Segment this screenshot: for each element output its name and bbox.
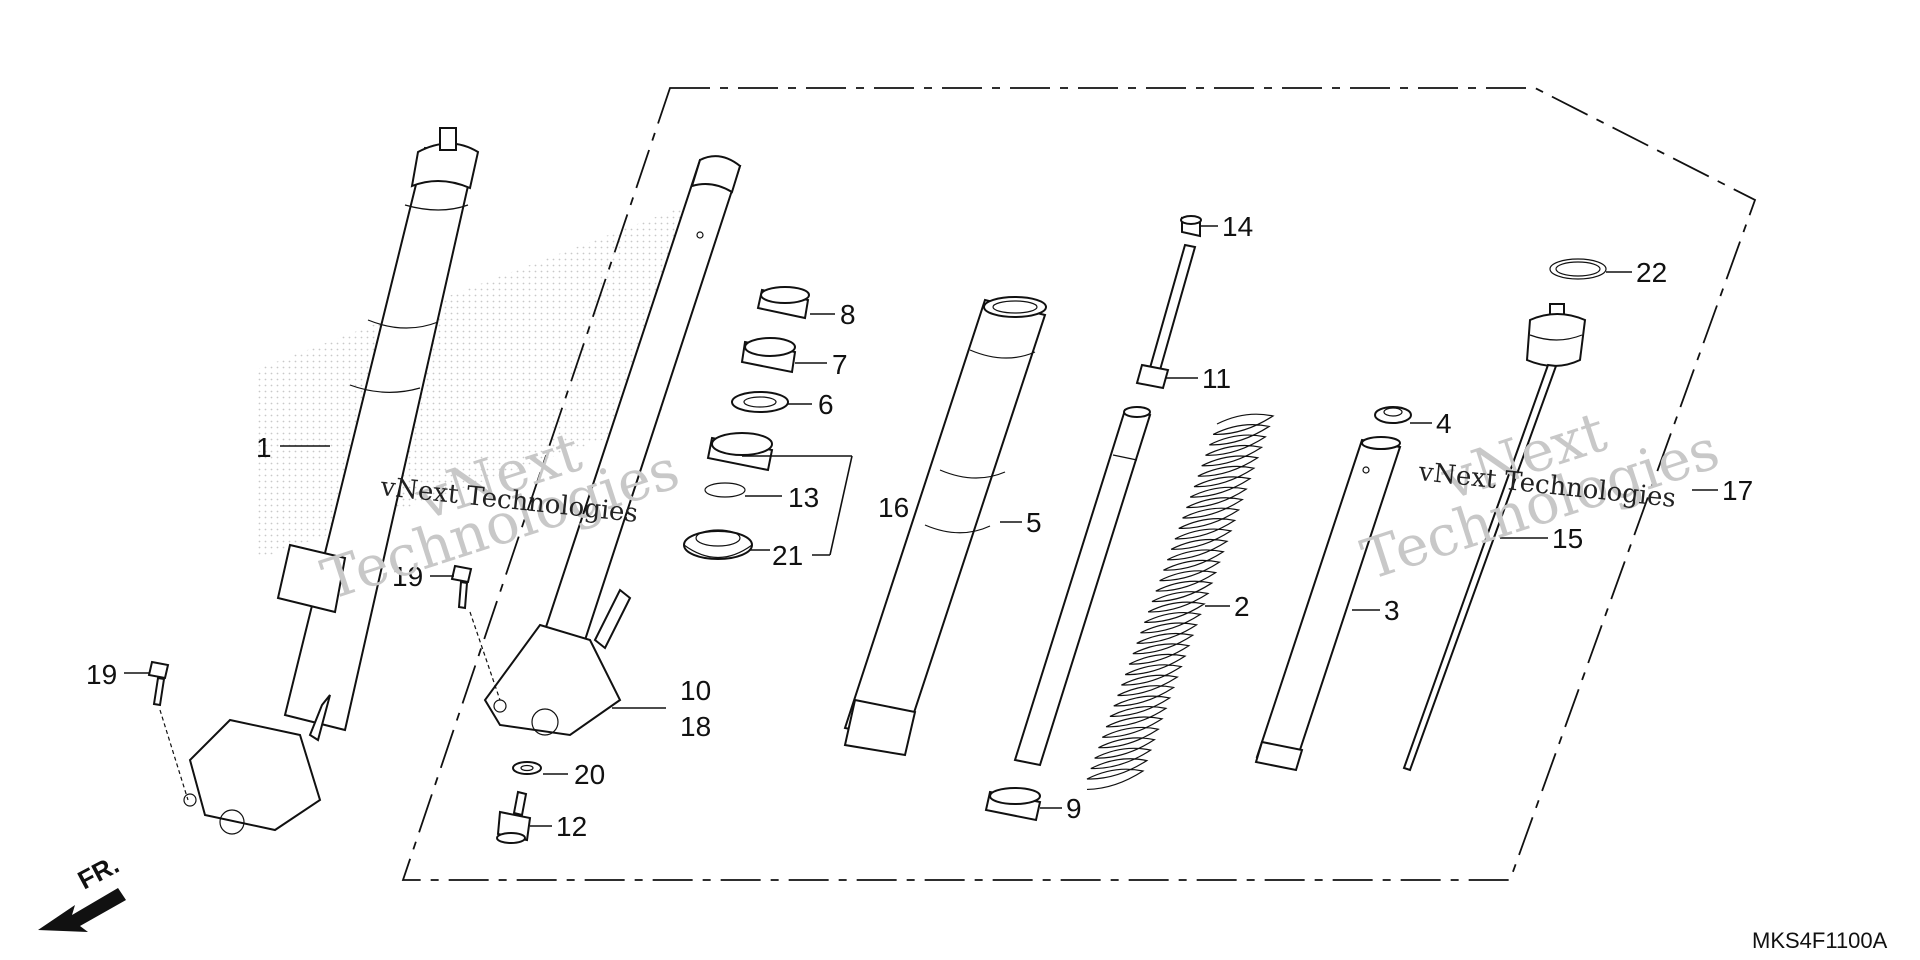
callout-2[interactable]: 2 xyxy=(1234,591,1250,622)
part-16-oil-seal[interactable] xyxy=(706,432,774,472)
part-4-spring-collar[interactable] xyxy=(1374,406,1412,424)
part-19-bolt-right[interactable] xyxy=(450,564,501,701)
leader-lines xyxy=(124,225,1718,827)
callout-20[interactable]: 20 xyxy=(574,759,605,790)
callout-10[interactable]: 10 xyxy=(680,675,711,706)
callout-9[interactable]: 9 xyxy=(1066,793,1082,824)
callout-16[interactable]: 16 xyxy=(878,492,909,523)
diagram-code: MKS4F1100A xyxy=(1752,928,1888,953)
part-6-seat-washer[interactable] xyxy=(731,391,789,413)
part-22-o-ring[interactable] xyxy=(1549,258,1607,280)
part-3-spring-seat-pipe[interactable] xyxy=(1254,436,1402,772)
part-20-washer[interactable] xyxy=(512,761,542,775)
callout-19-left[interactable]: 19 xyxy=(86,659,117,690)
callouts: 1 8 7 6 16 13 21 5 9 14 11 2 4 3 22 17 1… xyxy=(86,211,1753,842)
callout-14[interactable]: 14 xyxy=(1222,211,1253,242)
part-7-guide-bushing[interactable] xyxy=(740,337,797,374)
part-11-damper-rod[interactable] xyxy=(1013,243,1197,767)
callout-12[interactable]: 12 xyxy=(556,811,587,842)
callout-21[interactable]: 21 xyxy=(772,540,803,571)
callout-15[interactable]: 15 xyxy=(1552,523,1583,554)
callout-7[interactable]: 7 xyxy=(832,349,848,380)
part-17-fork-bolt-cap[interactable] xyxy=(1525,303,1587,367)
part-13-stopper-ring[interactable] xyxy=(704,482,746,498)
part-2-fork-spring[interactable] xyxy=(1086,413,1275,791)
callout-22[interactable]: 22 xyxy=(1636,257,1667,288)
callout-13[interactable]: 13 xyxy=(788,482,819,513)
watermark-right: vNext Technologies vNext Technologies xyxy=(1354,399,1727,593)
callout-4[interactable]: 4 xyxy=(1436,408,1452,439)
part-14-lock-nut[interactable] xyxy=(1180,215,1202,238)
front-direction-arrow: FR. xyxy=(38,849,126,932)
part-1-front-fork-assembly[interactable] xyxy=(183,127,480,835)
callout-1[interactable]: 1 xyxy=(256,432,272,463)
part-19-bolt-left[interactable] xyxy=(147,660,189,801)
assembly-boundary xyxy=(401,87,1757,881)
callout-8[interactable]: 8 xyxy=(840,299,856,330)
part-8-slide-bushing[interactable] xyxy=(756,286,810,320)
callout-18[interactable]: 18 xyxy=(680,711,711,742)
direction-label: FR. xyxy=(73,849,124,895)
part-9-bottom-bushing[interactable] xyxy=(984,787,1042,822)
part-21-dust-seal[interactable] xyxy=(683,529,753,560)
callout-6[interactable]: 6 xyxy=(818,389,834,420)
callout-19-right[interactable]: 19 xyxy=(392,561,423,592)
callout-11[interactable]: 11 xyxy=(1202,363,1231,394)
part-12-drain-bolt[interactable] xyxy=(496,790,532,844)
part-15-rebound-adjuster-rod[interactable] xyxy=(1402,363,1558,772)
part-10-outer-tube[interactable] xyxy=(483,155,742,737)
callout-5[interactable]: 5 xyxy=(1026,507,1042,538)
callout-3[interactable]: 3 xyxy=(1384,595,1400,626)
callout-17[interactable]: 17 xyxy=(1722,475,1753,506)
part-5-fork-tube[interactable] xyxy=(843,296,1047,757)
